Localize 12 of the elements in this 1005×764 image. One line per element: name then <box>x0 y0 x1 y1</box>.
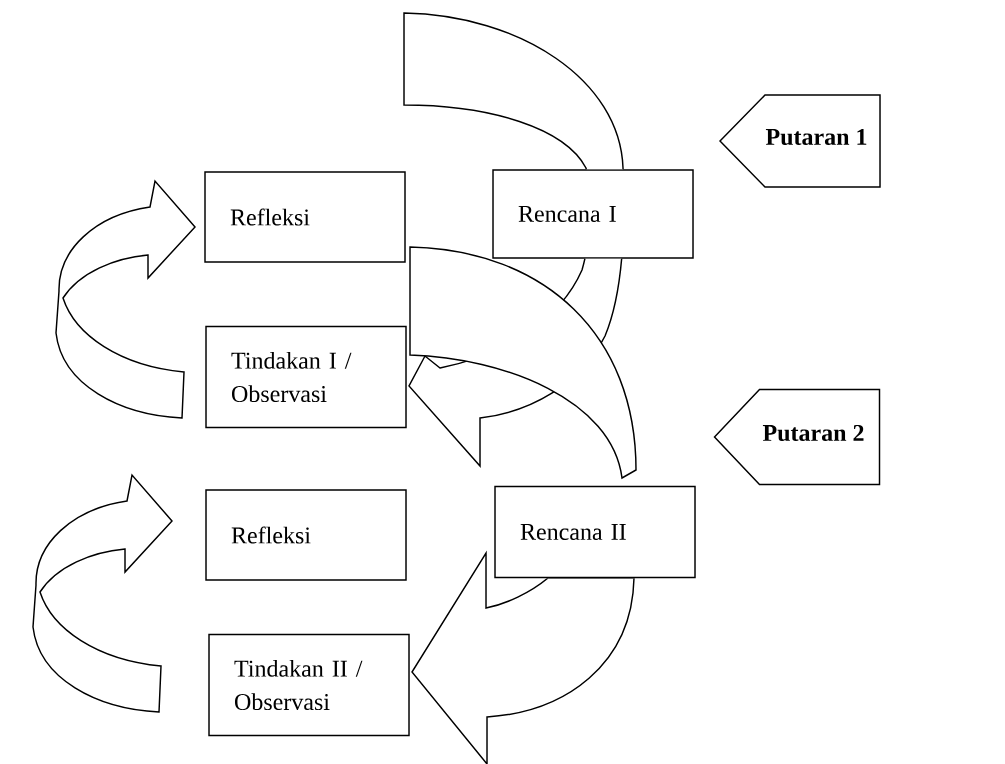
curved-arrow <box>32 474 173 713</box>
process-box: Refleksi <box>205 489 407 581</box>
process-box: Rencana I <box>492 169 694 259</box>
process-box: Refleksi <box>204 171 406 263</box>
process-box: Tindakan II / Observasi <box>208 633 410 737</box>
curved-band <box>409 246 637 479</box>
curved-arrow <box>411 552 635 764</box>
process-box: Rencana II <box>494 485 696 579</box>
pointer-tag: Putaran 1 <box>719 94 881 188</box>
curved-arrow <box>55 180 196 419</box>
process-box: Tindakan I / Observasi <box>205 325 407 429</box>
pointer-tag: Putaran 2 <box>713 388 881 486</box>
